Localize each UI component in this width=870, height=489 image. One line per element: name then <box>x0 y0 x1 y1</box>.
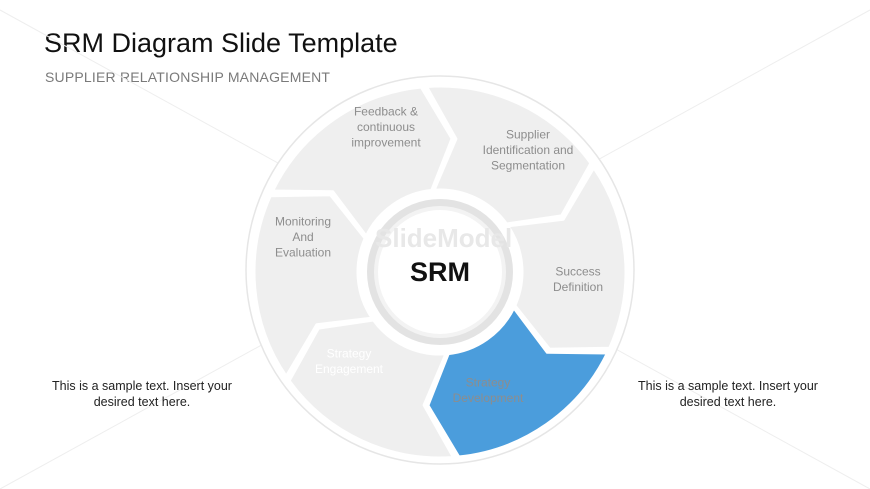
segment-label-line: Evaluation <box>275 246 331 260</box>
slide-title: SRM Diagram Slide Template <box>44 28 398 58</box>
center-hub <box>362 194 518 350</box>
segment-label-line: Segmentation <box>491 159 565 173</box>
segment-label-line: Strategy <box>466 375 511 389</box>
segment-feedback <box>252 193 374 378</box>
segment-strategy-development <box>506 166 628 351</box>
segment-strategy-engagement <box>426 306 609 459</box>
right-note: This is a sample text. Insert your desir… <box>638 379 818 409</box>
slide-subtitle: SUPPLIER RELATIONSHIP MANAGEMENT <box>45 69 331 85</box>
segment-label-line: Identification and <box>483 143 574 157</box>
segment-label-feedback: Feedback &continuous improvement <box>351 105 421 150</box>
watermark: SlideModel <box>375 223 512 253</box>
segment-label-line: Supplier <box>506 128 550 142</box>
segment-label-line: Feedback & <box>354 105 418 119</box>
segments-layer <box>252 84 628 460</box>
segment-label-line: continuous <box>357 120 415 134</box>
segment-label-line: Success <box>555 264 600 278</box>
segment-supplier-identification <box>271 85 454 238</box>
segment-monitoring-evaluation <box>287 318 456 460</box>
segment-label-line: Definition <box>553 280 603 294</box>
left-note: This is a sample text. Insert your desir… <box>52 379 232 409</box>
segment-label-line: Strategy <box>327 346 372 360</box>
segment-label-line: Monitoring <box>275 215 331 229</box>
segment-label-line: Engagement <box>315 362 384 376</box>
center-label: SRM <box>410 257 470 287</box>
segment-label-line: And <box>292 230 313 244</box>
segment-label-line: Development <box>453 391 524 405</box>
segment-success-definition <box>424 84 593 226</box>
segment-label-line: improvement <box>351 136 421 150</box>
